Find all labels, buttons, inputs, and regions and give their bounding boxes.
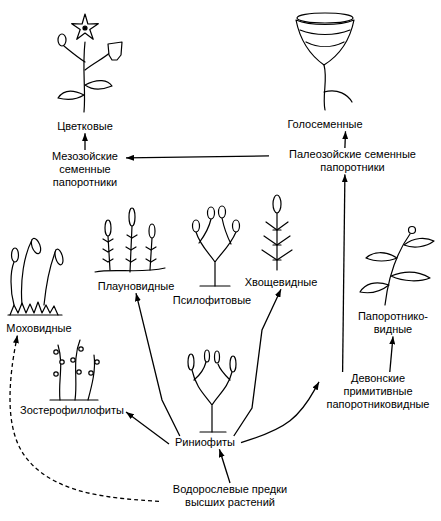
fern-pinna	[391, 272, 430, 280]
taxon-name: Риниофиты	[170, 436, 240, 449]
rhynia-sporangium	[215, 351, 220, 363]
taxon-label: Моховидные	[3, 322, 75, 335]
flower-bud	[58, 34, 66, 46]
clubmoss-strobilus	[105, 220, 111, 236]
fern-pinna	[360, 283, 389, 293]
zostero-stems	[58, 340, 95, 400]
gymnosperm-rim	[297, 13, 353, 23]
rhynia-sporangium	[230, 356, 236, 372]
rhynia-stems	[192, 362, 232, 432]
taxon-name: Псилофитовые	[172, 294, 252, 307]
evolution-arrow	[136, 293, 180, 436]
taxon-name: Цветковые	[45, 120, 125, 133]
evolution-arrow	[126, 412, 169, 444]
psilophyte-sporangium	[193, 220, 200, 232]
moss-leaves	[10, 302, 58, 315]
taxon-name: Девонские примитивные папоротниковидные	[320, 372, 436, 412]
flower-leaf	[85, 81, 112, 89]
zostero-sporangium	[89, 371, 93, 375]
moss-ground	[8, 314, 62, 315]
moss-seta	[21, 240, 32, 305]
zostero-sporangium	[71, 358, 75, 362]
rhynia-ground	[200, 431, 226, 432]
horsetail-stem	[276, 213, 277, 270]
taxon-label: Зостерофиллофиты	[18, 404, 126, 417]
taxon-label: Голосеменные	[281, 118, 369, 131]
flower-leaf	[58, 91, 84, 99]
flower-center	[83, 26, 87, 30]
taxon-label: Палеозойские семенные папоротники	[269, 148, 436, 174]
taxon-name: Водорослевые предки высших растений	[160, 483, 300, 509]
moss-seta	[44, 250, 56, 305]
evolution-arrow	[344, 131, 346, 148]
gymnosperm-detail	[300, 30, 350, 35]
zostero-ground	[50, 399, 98, 400]
taxon-label: Плауновидные	[95, 280, 177, 293]
fern-pinna	[366, 253, 397, 261]
taxon-name: Моховидные	[4, 322, 74, 335]
zostero-sporangium	[54, 372, 58, 376]
psilophyte-stems	[196, 218, 236, 286]
gymnosperm-stem	[324, 65, 325, 110]
taxon-label: Папоротнико- видные	[349, 310, 437, 336]
flower-bell	[108, 42, 122, 60]
evolution-arrow	[343, 174, 345, 372]
taxon-label: Хвощевидные	[243, 276, 320, 289]
taxon-name: Зостерофиллофиты	[19, 404, 125, 417]
flower-blossom	[72, 14, 99, 39]
fern-pinna	[404, 238, 434, 247]
taxon-label: Девонские примитивные папоротниковидные	[319, 372, 437, 412]
horsetail-whorls	[262, 222, 292, 260]
taxon-label: Мезозойские семенные папоротники	[44, 150, 126, 190]
taxon-label: Водорослевые предки высших растений	[159, 483, 301, 509]
taxon-name: Мезозойские семенные папоротники	[45, 150, 125, 190]
flower-stem	[84, 42, 85, 112]
evolution-arrow	[234, 289, 281, 436]
evolution-arrow	[241, 382, 319, 443]
gymnosperm-strobilus	[296, 20, 354, 65]
zostero-sporangium	[95, 360, 99, 364]
taxon-label: Риниофиты	[169, 436, 241, 449]
gymnosperm-detail	[306, 42, 344, 47]
zostero-sporangia	[54, 347, 99, 376]
evolution-arrow	[10, 335, 159, 501]
zostero-sporangium	[79, 347, 83, 351]
taxon-name: Хвощевидные	[244, 276, 319, 289]
zostero-sporangium	[54, 350, 58, 354]
moss-capsule	[12, 248, 19, 262]
taxon-name: Палеозойские семенные папоротники	[270, 148, 435, 174]
evolution-arrow	[84, 133, 85, 150]
evolution-arrow	[219, 449, 230, 483]
taxon-label: Цветковые	[44, 120, 126, 133]
rhynia-sporangium	[188, 354, 194, 370]
psilophyte-sporangium	[233, 220, 240, 232]
psilophyte-sporangium	[208, 207, 215, 219]
taxon-name: Голосеменные	[282, 118, 368, 131]
psilophyte-sporangium	[219, 206, 226, 218]
rhynia-sporangium	[205, 350, 210, 362]
taxon-name: Плауновидные	[96, 280, 176, 293]
clubmoss-leaves	[103, 235, 156, 262]
moss-capsule	[54, 248, 65, 265]
connector-group	[10, 131, 393, 501]
moss-capsule	[30, 237, 43, 255]
clubmoss-strobilus	[149, 224, 155, 238]
taxon-name: Папоротнико- видные	[350, 310, 436, 336]
illustration-group	[8, 13, 434, 432]
evolution-arrow	[390, 336, 393, 372]
clubmoss-strobilus	[129, 208, 135, 226]
zostero-sporangium	[77, 370, 81, 374]
taxon-label: Псилофитовые	[171, 294, 253, 307]
fern-crozier	[409, 227, 416, 234]
flower-branch	[64, 46, 85, 62]
evolution-arrow	[126, 156, 269, 158]
moss-seta	[11, 262, 14, 305]
horsetail-cone	[273, 195, 281, 213]
zostero-sporangium	[60, 360, 64, 364]
gymnosperm-leaf	[324, 91, 352, 102]
